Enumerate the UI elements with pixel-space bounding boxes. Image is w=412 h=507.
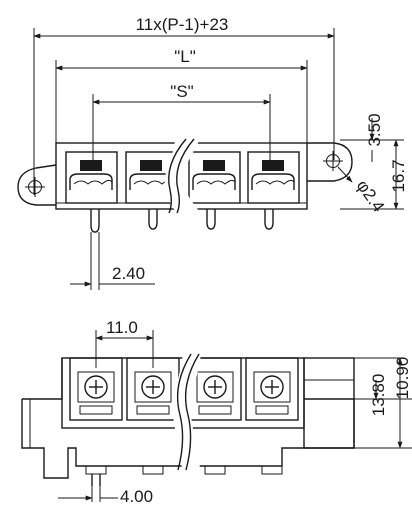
pin <box>148 209 158 230</box>
pins-front-view <box>85 465 283 486</box>
dimension-S: "S" <box>92 82 271 160</box>
right-mounting-ear: φ2.4 <box>307 142 388 216</box>
pin <box>85 465 107 486</box>
pins-top-view <box>90 209 274 233</box>
terminal-cell <box>65 151 118 204</box>
length-L-label: "L" <box>174 47 196 66</box>
dimension-side-heights: 13.80 10.90 <box>369 357 412 449</box>
height-350-label: 3.50 <box>365 113 384 146</box>
left-mounting-ear <box>17 164 57 206</box>
dimension-pitch: 11.0 <box>95 318 154 368</box>
dimension-L: "L" <box>55 47 308 150</box>
pin-offset-label: 2.40 <box>112 264 145 283</box>
dimension-overall-length: 11x(P-1)+23 <box>33 15 335 195</box>
front-view: 11.0 13.80 10.90 <box>21 318 412 506</box>
screw-cell <box>69 357 123 421</box>
spacing-S-label: "S" <box>170 82 193 101</box>
pin <box>206 209 216 230</box>
overall-length-label: 11x(P-1)+23 <box>136 15 229 34</box>
top-view: 11x(P-1)+23 "L" "S" 3.50 16.7 <box>17 15 408 290</box>
pin <box>261 465 283 475</box>
dimension-right-heights: 3.50 16.7 <box>340 113 408 210</box>
top-body <box>55 138 308 214</box>
terminal-cell <box>247 151 300 204</box>
dimension-bottom-offset: 4.00 <box>58 486 153 506</box>
screw-cells <box>61 353 305 471</box>
bottom-offset-label: 4.00 <box>120 487 153 506</box>
terminal-cell <box>188 151 241 204</box>
pin <box>142 465 164 475</box>
height-167-label: 16.7 <box>389 159 408 192</box>
screw-cell <box>245 357 299 421</box>
pin <box>264 209 274 230</box>
break-line <box>164 138 199 214</box>
side-height-1380-label: 13.80 <box>369 374 388 417</box>
pitch-label: 11.0 <box>106 318 138 337</box>
break-line <box>173 353 201 471</box>
dimension-pin-offset: 2.40 <box>70 232 155 290</box>
pin <box>204 465 226 475</box>
side-height-1090-label: 10.90 <box>393 357 412 400</box>
pin <box>90 209 100 233</box>
hole-diameter-label: φ2.4 <box>353 176 388 215</box>
